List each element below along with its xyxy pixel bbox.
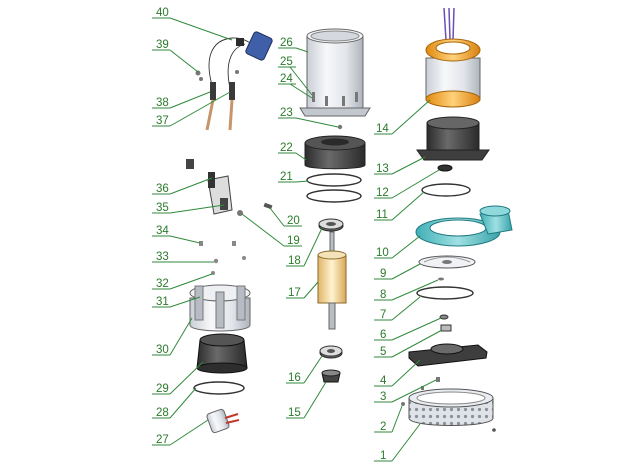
callout-11: 11 [376, 209, 388, 221]
callout-8: 8 [380, 289, 386, 301]
impeller [418, 255, 476, 269]
callout-19: 19 [287, 235, 300, 247]
callout-2: 2 [380, 421, 386, 433]
float-switch-bracket [186, 159, 273, 216]
callout-35: 35 [156, 202, 169, 214]
callout-3: 3 [380, 391, 386, 403]
callout-36: 36 [156, 183, 169, 195]
callout-17: 17 [288, 287, 301, 299]
small-screws [199, 241, 246, 275]
screws [421, 377, 440, 390]
callout-34: 34 [156, 225, 169, 237]
callout-18: 18 [288, 255, 301, 267]
o-ring [416, 286, 474, 300]
callout-14: 14 [376, 123, 389, 135]
callout-38: 38 [156, 97, 169, 109]
callout-12: 12 [376, 187, 389, 199]
mechanical-seal [321, 369, 341, 383]
callout-24: 24 [280, 73, 293, 85]
motor-end-cap [196, 333, 248, 374]
callout-28: 28 [156, 407, 169, 419]
pump-cover [416, 116, 490, 161]
callout-32: 32 [156, 278, 169, 290]
callout-4: 4 [380, 375, 387, 387]
lower-bearing [319, 345, 343, 359]
stator-winding [425, 7, 481, 108]
upper-bearing [318, 218, 344, 232]
screw [401, 402, 405, 406]
seal-ring [437, 164, 453, 172]
callout-labels: 40 39 38 37 36 35 34 33 32 31 30 29 28 2… [156, 7, 389, 462]
callout-1: 1 [380, 450, 386, 462]
callout-20: 20 [287, 215, 300, 227]
callout-7: 7 [380, 309, 386, 321]
callout-13: 13 [376, 163, 389, 175]
rotor-shaft [317, 231, 347, 330]
bearing-seat [304, 135, 366, 170]
callout-31: 31 [156, 296, 169, 308]
callout-25: 25 [280, 56, 293, 68]
callout-9: 9 [380, 268, 386, 280]
callout-39: 39 [156, 39, 169, 51]
motor-housing [189, 284, 251, 332]
motor-shell [299, 28, 371, 130]
capacitor [206, 408, 240, 434]
callout-5: 5 [380, 346, 386, 358]
screw [438, 277, 444, 281]
callout-10: 10 [376, 247, 389, 259]
callout-29: 29 [156, 383, 169, 395]
strainer-basket [408, 388, 496, 432]
washer [439, 314, 449, 320]
volute-casing [415, 205, 513, 247]
callout-21: 21 [280, 171, 293, 183]
power-cable-assembly [195, 31, 273, 131]
callout-23: 23 [280, 107, 293, 119]
o-ring-pair [306, 173, 362, 203]
callout-27: 27 [156, 434, 169, 446]
o-ring [193, 381, 245, 395]
leader-lines [152, 17, 443, 462]
callout-26: 26 [280, 37, 293, 49]
callout-16: 16 [288, 372, 301, 384]
o-ring [421, 183, 471, 197]
wear-ring [440, 324, 452, 332]
callout-6: 6 [380, 329, 386, 341]
callout-40: 40 [156, 7, 169, 19]
callout-15: 15 [288, 407, 301, 419]
callout-37: 37 [156, 115, 169, 127]
callout-22: 22 [280, 142, 293, 154]
pump-base-plate [408, 343, 488, 367]
callout-30: 30 [156, 344, 169, 356]
callout-33: 33 [156, 251, 169, 263]
